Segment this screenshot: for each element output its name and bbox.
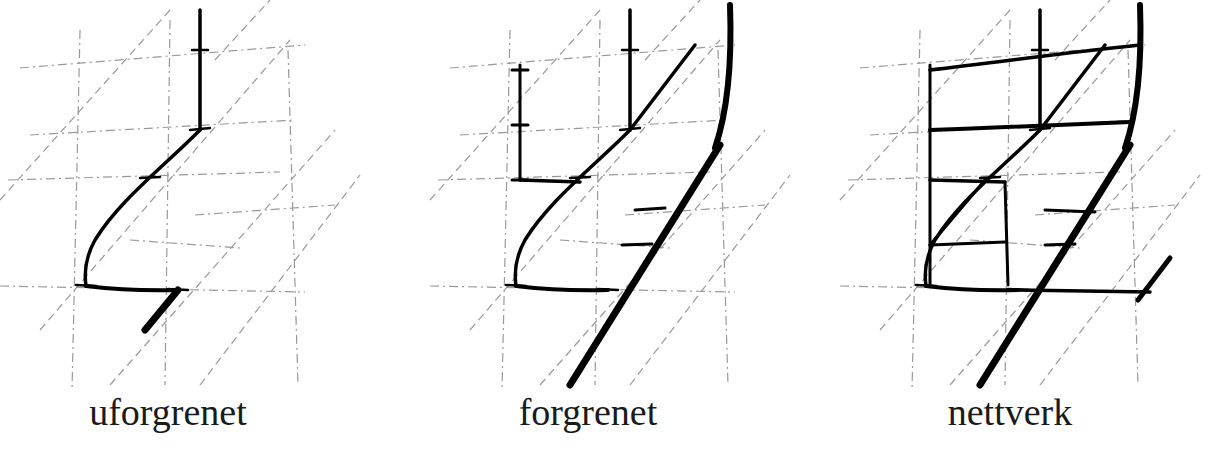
panel-branched (430, 0, 790, 390)
fracture-line (630, 45, 695, 130)
fracture-line (519, 65, 522, 180)
fracture-line (930, 180, 985, 245)
panel-label: forgrenet (519, 392, 658, 434)
panel-network (840, 0, 1200, 390)
panel-label: uforgrenet (89, 392, 247, 434)
crossing-mark (512, 70, 528, 180)
fracture-line (145, 290, 178, 330)
fracture-line (1138, 258, 1170, 300)
fracture-line (1040, 45, 1105, 130)
fracture-line (930, 180, 1005, 182)
fracture-line (980, 145, 1130, 385)
fracture-line (1005, 182, 1008, 285)
panel-label: nettverk (948, 392, 1073, 434)
panel-unbranched (0, 0, 360, 390)
fracture-line (930, 122, 1130, 130)
fracture-line (715, 5, 730, 148)
crossing-mark (1045, 244, 1075, 245)
fracture-line (930, 45, 1140, 70)
fracture-line (1125, 5, 1140, 148)
fracture-line (570, 145, 720, 385)
crossing-mark (622, 208, 665, 245)
fracture-line (930, 242, 1005, 245)
fracture-line (929, 65, 932, 286)
